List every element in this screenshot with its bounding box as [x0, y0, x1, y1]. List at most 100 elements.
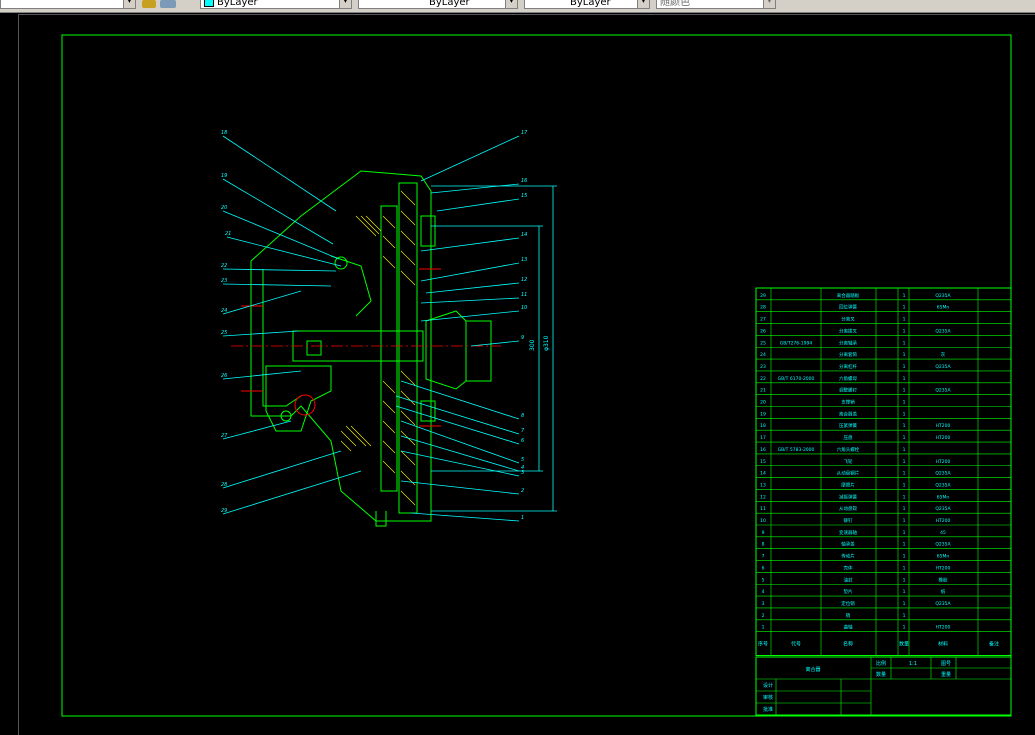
chevron-down-icon[interactable]: ▼ — [339, 0, 351, 8]
properties-toolbar: ▼ ByLayer ▼ ByLayer ▼ ByLayer ▼ 随颜色 ▼ — [0, 0, 1035, 13]
housing-inner-line — [262, 269, 302, 407]
title-sheet-label: 图号 — [941, 661, 951, 667]
title-scale-label: 比例 — [876, 660, 886, 667]
leader-number: 24 — [221, 308, 227, 314]
table-cell: GB/T 6170-2000 — [778, 376, 815, 382]
leader-number: 23 — [221, 278, 227, 284]
title-approver-label: 批准 — [763, 706, 773, 713]
chevron-down-icon[interactable]: ▼ — [505, 0, 517, 8]
parts-table-border — [755, 287, 1012, 656]
table-cell: 1 — [903, 388, 906, 394]
table-cell: Q235A — [935, 364, 951, 370]
layer-stack-icon[interactable] — [160, 0, 176, 8]
leader-line — [400, 435, 520, 472]
linetype-combo[interactable]: ByLayer ▼ — [358, 0, 518, 9]
color-combo[interactable]: ByLayer ▼ — [200, 0, 352, 9]
table-cell: HT200 — [936, 435, 951, 441]
leader-number: 14 — [521, 232, 527, 238]
table-header-cell: 数量 — [899, 641, 909, 648]
table-cell: 灰 — [941, 351, 946, 358]
table-cell: 1 — [903, 625, 906, 631]
leader-number: 20 — [221, 205, 227, 211]
table-cell: 1 — [903, 577, 906, 583]
table-cell: 3 — [762, 601, 765, 607]
table-cell: 轴承盖 — [841, 541, 855, 548]
table-cell: 29 — [760, 293, 766, 299]
layer-combo[interactable]: ▼ — [0, 0, 136, 9]
table-header-cell: 序号 — [758, 641, 768, 648]
table-cell: 壳体 — [844, 564, 853, 571]
leader-line — [222, 450, 342, 489]
leader-line — [222, 268, 337, 272]
table-cell: 9 — [762, 530, 765, 536]
table-cell: 65Mn — [937, 494, 950, 500]
table-cell: 21 — [760, 388, 766, 394]
table-cell: 1 — [903, 506, 906, 512]
table-cell: GB/T 5783-2000 — [778, 447, 815, 453]
table-cell: Q235A — [935, 293, 951, 299]
pressure-plate — [380, 205, 398, 492]
leader-line — [222, 210, 340, 260]
lineweight-combo[interactable]: ByLayer ▼ — [524, 0, 650, 9]
table-header-cell: 备注 — [989, 641, 999, 648]
color-swatch-icon — [204, 0, 214, 7]
leader-number: 13 — [521, 257, 527, 263]
leader-number: 4 — [521, 465, 524, 471]
title-qty-label: 数量 — [876, 671, 886, 678]
dimension-lines — [431, 185, 557, 512]
flywheel-hatch — [400, 190, 416, 506]
color-combo-value: ByLayer — [217, 0, 258, 8]
table-cell: 27 — [760, 317, 766, 323]
leader-number: 9 — [521, 335, 524, 341]
table-cell: 1 — [903, 518, 906, 524]
leader-line — [400, 450, 520, 477]
leader-number: 2 — [521, 488, 524, 494]
table-cell: 8 — [762, 542, 765, 548]
leader-line — [420, 135, 520, 182]
chevron-down-icon[interactable]: ▼ — [763, 0, 775, 8]
leader-line — [420, 237, 520, 252]
table-cell: 1 — [903, 328, 906, 334]
chevron-down-icon[interactable]: ▼ — [637, 0, 649, 8]
table-cell: 13 — [760, 482, 766, 488]
table-cell: 14 — [760, 471, 766, 477]
table-cell: Q235A — [935, 506, 951, 512]
table-cell: 7 — [762, 554, 765, 560]
chevron-down-icon[interactable]: ▼ — [123, 0, 135, 8]
table-cell: 1 — [903, 305, 906, 311]
table-cell: HT200 — [936, 565, 951, 571]
table-cell: 26 — [760, 328, 766, 334]
table-cell: 1 — [903, 554, 906, 560]
table-cell: 传动片 — [841, 553, 855, 560]
crankshaft-hub — [425, 310, 467, 390]
table-cell: 离合器盖 — [839, 410, 857, 417]
leader-number: 18 — [221, 130, 227, 136]
leader-line — [430, 183, 520, 194]
table-cell: 从动盘毂 — [839, 505, 857, 512]
leader-line — [395, 395, 520, 435]
plotstyle-combo[interactable]: 随颜色 ▼ — [656, 0, 776, 9]
table-cell: 1 — [903, 352, 906, 358]
table-cell: 10 — [760, 518, 766, 524]
layer-previous-icon[interactable] — [142, 0, 156, 8]
leader-line — [222, 370, 302, 380]
leader-line — [222, 470, 362, 515]
fork-bolt — [280, 410, 292, 422]
table-cell: 油封 — [844, 576, 853, 583]
table-cell: 回位弹簧 — [839, 304, 857, 311]
table-cell: 19 — [760, 411, 766, 417]
table-cell: Q235A — [935, 601, 951, 607]
plotstyle-combo-value: 随颜色 — [660, 0, 690, 8]
table-cell: 1 — [903, 601, 906, 607]
leader-number: 19 — [221, 173, 227, 179]
table-header-cell: 材料 — [938, 641, 948, 648]
table-cell: 24 — [760, 352, 766, 358]
leader-number: 5 — [521, 457, 524, 463]
table-cell: 45 — [940, 530, 946, 536]
leader-line — [470, 340, 520, 347]
layer-icons[interactable] — [140, 0, 182, 10]
table-cell: 橡胶 — [939, 576, 948, 583]
leader-line — [400, 380, 520, 420]
